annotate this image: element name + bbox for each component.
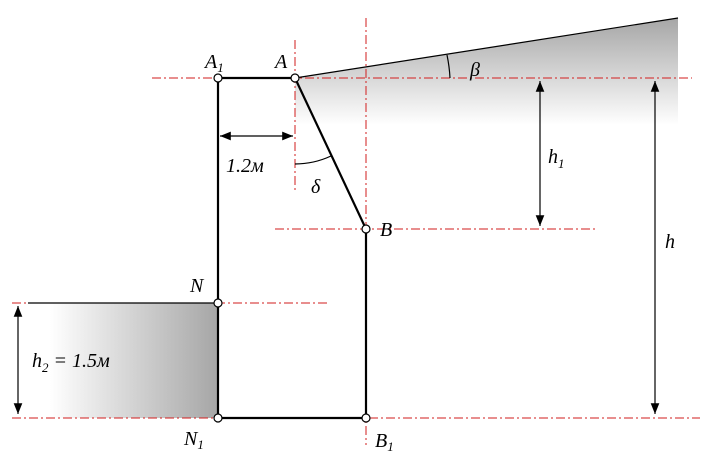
beta-angle-arc <box>446 54 451 79</box>
label-delta: δ <box>311 176 321 198</box>
label-b1: B1 <box>375 430 394 454</box>
label-a1: A1 <box>203 51 224 75</box>
node-a1 <box>213 73 223 83</box>
backfill-surface <box>294 17 679 79</box>
label-beta: β <box>469 59 480 81</box>
label-n: N <box>189 275 205 297</box>
backfill-soil-region <box>295 18 678 125</box>
label-h: h <box>665 231 675 253</box>
node-b1 <box>361 413 371 423</box>
node-n1 <box>213 413 223 423</box>
node-n <box>213 298 223 308</box>
node-b <box>361 224 371 234</box>
retaining-wall-outline <box>216 76 368 420</box>
label-b: B <box>380 219 392 241</box>
front-soil-region <box>50 303 218 418</box>
label-width: 1.2м <box>226 155 264 177</box>
label-h2: h2 = 1.5м <box>32 350 110 375</box>
label-h1: h1 <box>548 146 565 171</box>
delta-angle-arc <box>294 155 332 165</box>
label-a: A <box>273 51 288 73</box>
node-a <box>290 73 300 83</box>
label-n1: N1 <box>183 428 204 452</box>
